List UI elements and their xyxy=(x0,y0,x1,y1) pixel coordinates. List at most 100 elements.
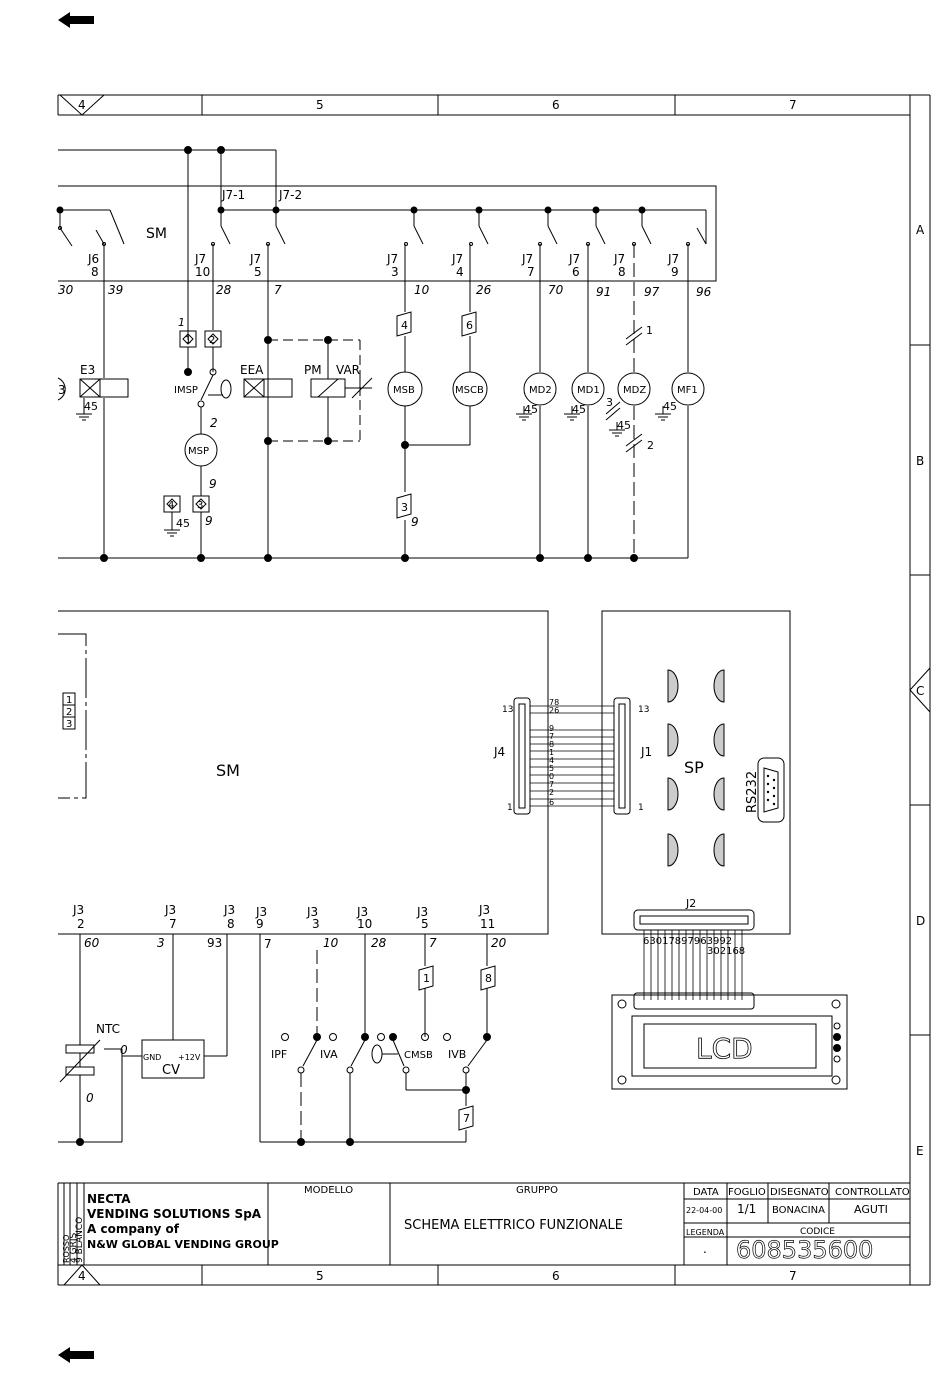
col-top-6: 6 xyxy=(552,98,560,112)
gruppo-value: SCHEMA ELETTRICO FUNZIONALE xyxy=(404,1218,623,1233)
col-top-5: 5 xyxy=(316,98,324,112)
j3-9-wire: 7 xyxy=(264,937,272,951)
md1-label: MD1 xyxy=(577,385,600,396)
eea-pm-var-block xyxy=(243,339,373,442)
j2-label: J2 xyxy=(685,897,696,910)
term-1-label: 1 xyxy=(178,316,185,329)
j7-5-label: J7 xyxy=(249,252,261,266)
cv-label: CV xyxy=(162,1063,180,1078)
flag-3-wire: 9 xyxy=(411,515,419,529)
j6-8-label: J6 xyxy=(87,252,99,266)
j7-4-wire: 26 xyxy=(476,283,492,297)
mdz-marks xyxy=(605,326,643,453)
j3-8-pin: 8 xyxy=(227,917,235,931)
j1-label: J1 xyxy=(640,745,652,759)
upper-circuit xyxy=(56,146,717,562)
ntc-sensor xyxy=(59,1039,101,1083)
j7-3-label: J7 xyxy=(386,252,398,266)
bus-wire-8: 8 xyxy=(549,740,554,749)
sp-leds xyxy=(667,669,725,867)
codice-value: 608535600 xyxy=(736,1236,873,1264)
data-value: 22-04-00 xyxy=(686,1206,722,1215)
j7-10-wire: 28 xyxy=(216,283,232,297)
side-strip-1: 9 BLANCO xyxy=(75,1217,85,1263)
imsp-label: IMSP xyxy=(174,385,198,396)
cv-gnd-label: GND xyxy=(143,1053,161,1062)
j1-pin-top: 13 xyxy=(638,705,649,715)
j3-10-pin: 10 xyxy=(357,917,372,931)
grounds-upper xyxy=(516,406,671,437)
imsp-msp-branch xyxy=(163,330,232,558)
bus-wire-labels: 78 26 9 7 8 1 4 5 0 7 2 6 xyxy=(549,698,559,807)
mscb-label: MSCB xyxy=(455,385,484,396)
col-bottom-7: 7 xyxy=(789,1269,797,1283)
mdz-mark-3: 3 xyxy=(606,396,613,409)
back-arrow-bottom[interactable] xyxy=(58,1347,94,1363)
title-block xyxy=(58,1182,910,1265)
left-wire: 30 xyxy=(58,283,74,297)
side-strip-3: ROSSO xyxy=(62,1235,71,1263)
sm-label-upper: SM xyxy=(146,226,167,242)
row-c: C xyxy=(916,684,924,698)
cv-12v-label: +12V xyxy=(178,1053,201,1062)
lower-labels: SM 1 2 3 J4 13 1 J1 13 1 78 26 9 7 8 1 4… xyxy=(66,695,760,1125)
cv-regulator xyxy=(141,1039,205,1079)
bus-wire-7b: 7 xyxy=(549,780,554,789)
company-subname: VENDING SOLUTIONS SpA xyxy=(87,1207,262,1221)
switch-ipf-iva xyxy=(281,1033,337,1142)
bus-wire-5: 5 xyxy=(549,764,554,773)
drawing-frame xyxy=(57,94,931,1286)
row-a: A xyxy=(916,223,925,237)
j3-11-label: J3 xyxy=(478,903,490,917)
legenda-header: LEGENDA xyxy=(686,1228,725,1237)
j7-7-label: J7 xyxy=(521,252,533,266)
back-arrow-icon[interactable] xyxy=(58,12,94,28)
stack-label-3: 3 xyxy=(66,719,72,730)
ipf-label: IPF xyxy=(271,1048,287,1061)
row-b: B xyxy=(916,454,924,468)
j7-5-wire: 7 xyxy=(274,283,282,297)
sp-label: SP xyxy=(684,758,704,777)
j4-pin-top: 13 xyxy=(502,705,513,715)
legenda-value: . xyxy=(703,1242,707,1256)
j7-7-pin: 7 xyxy=(527,265,535,279)
j7-4-label: J7 xyxy=(451,252,463,266)
flag-4-label: 4 xyxy=(401,319,408,332)
j3-8-label: J3 xyxy=(223,903,235,917)
j7-5-pin: 5 xyxy=(254,265,262,279)
motor-md1 xyxy=(571,372,605,406)
bus-wire-1: 1 xyxy=(549,748,554,757)
row-d: D xyxy=(916,914,925,928)
back-arrow-icon[interactable] xyxy=(58,1347,94,1363)
e3-coil xyxy=(57,377,129,401)
var-label: VAR xyxy=(336,363,360,377)
ntc-label: NTC xyxy=(96,1022,120,1036)
mdz-label: MDZ xyxy=(623,385,646,396)
j3-3-label: J3 xyxy=(306,905,318,919)
cmsb-label: CMSB xyxy=(404,1050,433,1061)
connector-j2 xyxy=(633,909,755,931)
j3-10-label: J3 xyxy=(356,905,368,919)
col-top-7: 7 xyxy=(789,98,797,112)
j3-2-wire: 60 xyxy=(84,936,100,950)
switch-cmsb xyxy=(371,1033,466,1091)
j3-7-pin: 7 xyxy=(169,917,177,931)
j7-8-pin: 8 xyxy=(618,265,626,279)
j3-5-wire: 7 xyxy=(429,936,437,950)
motor-mscb xyxy=(452,371,488,407)
j4-label: J4 xyxy=(493,745,505,759)
j3-7-label: J3 xyxy=(164,903,176,917)
back-arrow-top[interactable] xyxy=(58,12,94,28)
bus-wires-j4-j1 xyxy=(548,705,614,807)
e3-ground-label: 45 xyxy=(84,400,98,413)
j7-6-label: J7 xyxy=(568,252,580,266)
j1-pin-bottom: 1 xyxy=(638,803,644,813)
j7-10-label: J7 xyxy=(194,252,206,266)
sm-label-lower: SM xyxy=(216,761,240,780)
j3-9-label: J3 xyxy=(255,905,267,919)
mdz-mark-1: 1 xyxy=(646,324,653,337)
j3-2-pin: 2 xyxy=(77,917,85,931)
motor-msb xyxy=(387,371,423,407)
stack-labels-box xyxy=(62,692,76,730)
mf1-label: MF1 xyxy=(677,385,698,396)
